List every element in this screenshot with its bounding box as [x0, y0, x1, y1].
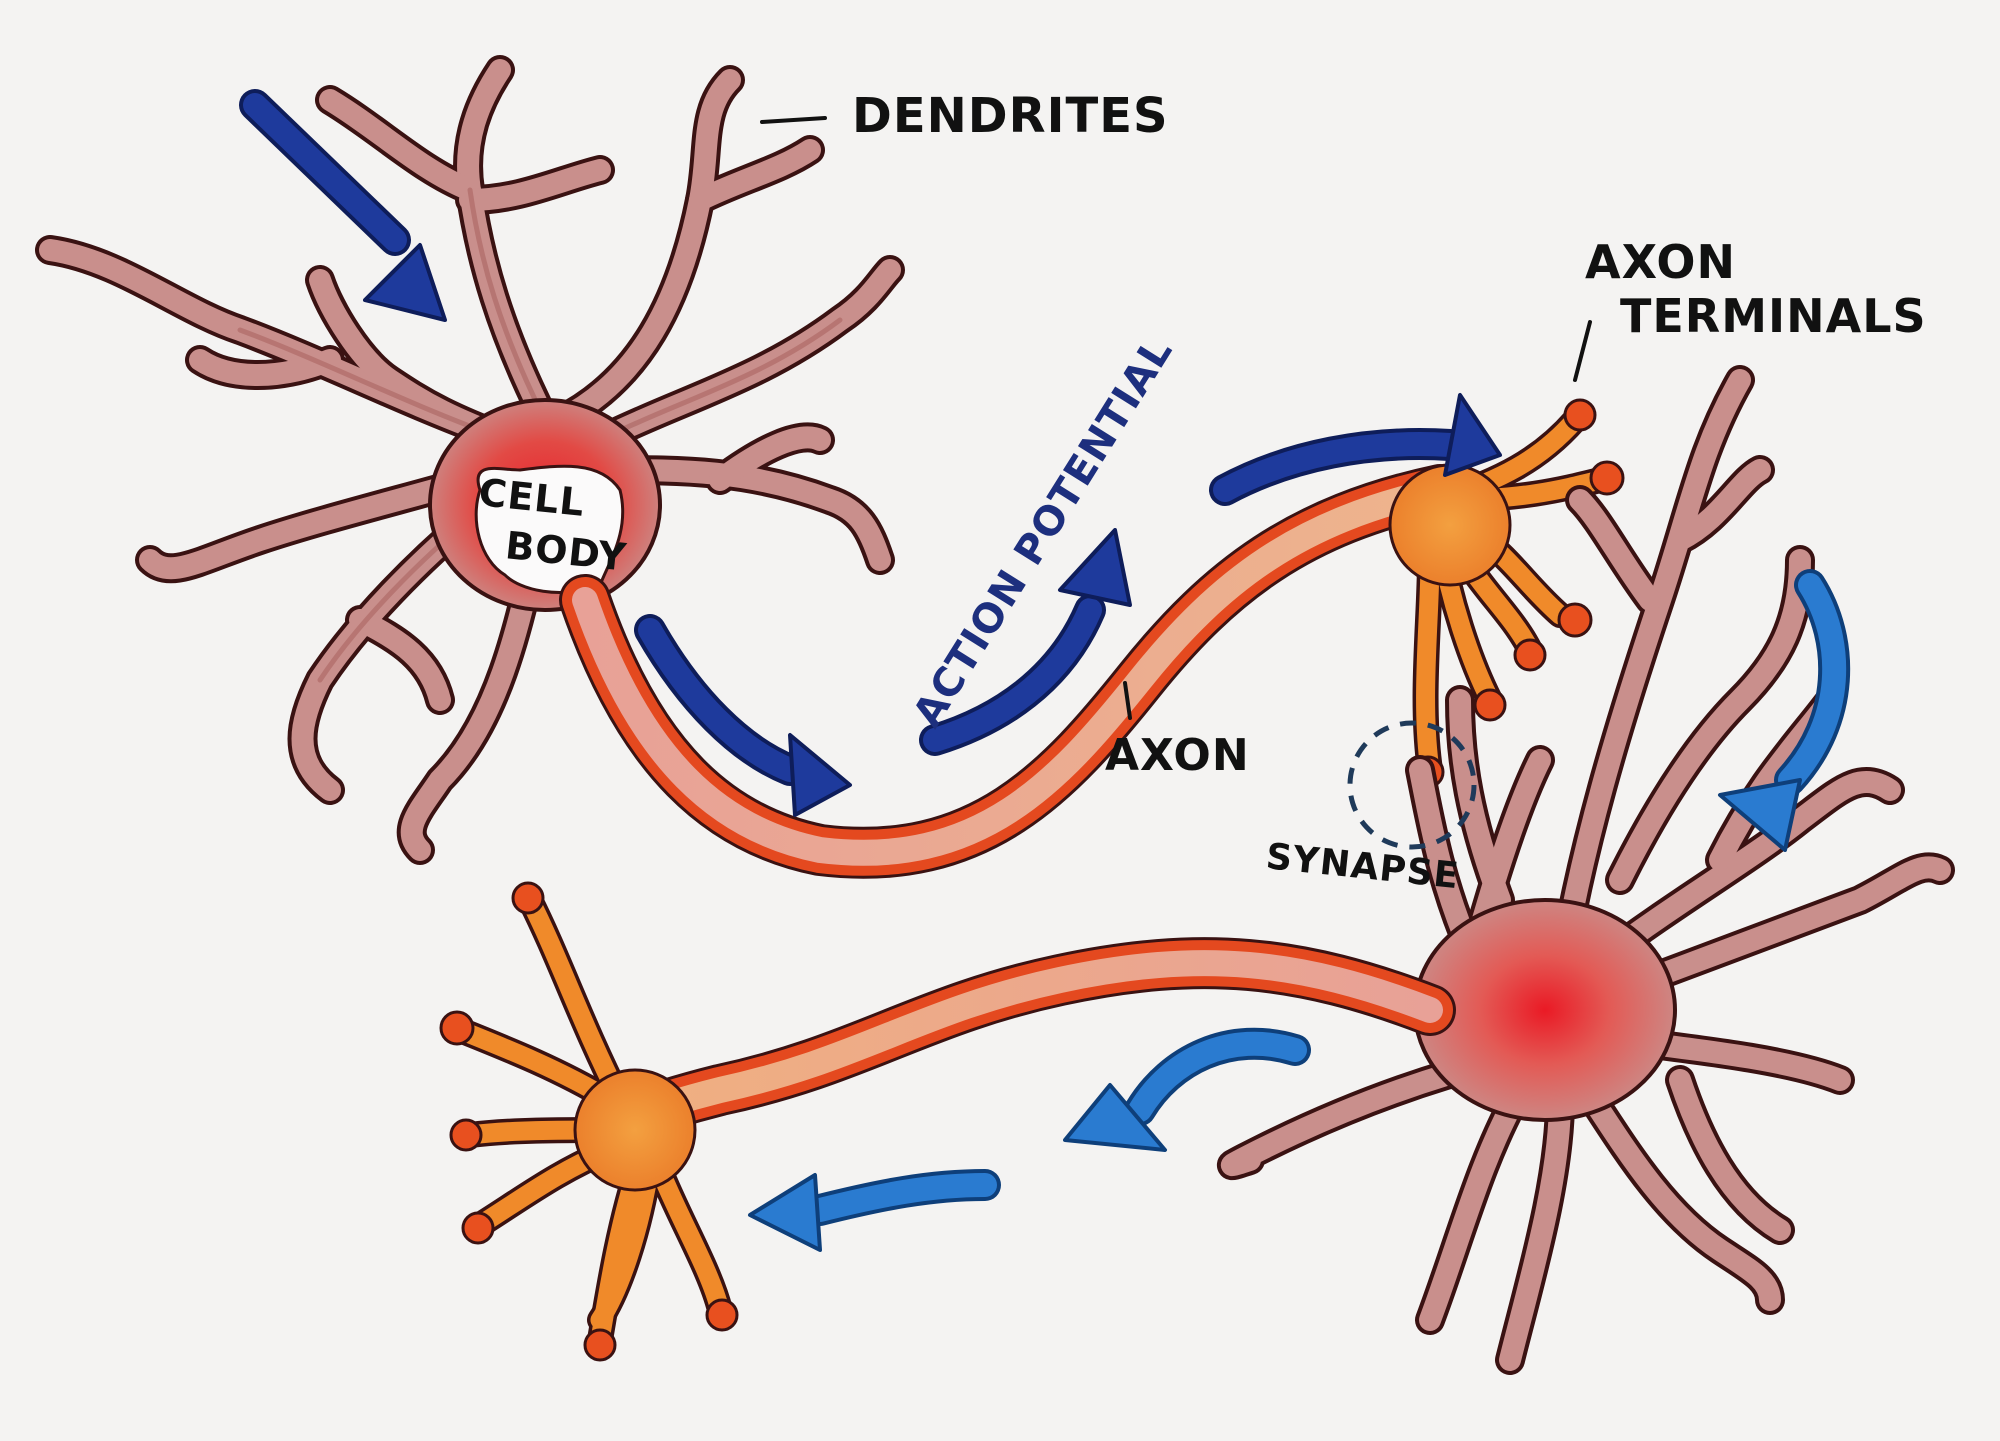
neuron-2-terminal-bulbs: [439, 881, 739, 1362]
signal-direction-arrow-icon: [634, 614, 852, 817]
signal-direction-arrow-icon: [1209, 393, 1502, 506]
axon-terminals-label-line2: TERMINALS: [1620, 289, 1927, 343]
cell-body-label-patch: [474, 464, 625, 594]
axon-label: AXON: [1105, 730, 1250, 781]
signal-direction-arrow-icon: [239, 89, 447, 322]
neuron-1-terminal-hub: [1388, 463, 1512, 587]
axon-terminals-label-line1: AXON: [1585, 235, 1736, 289]
signal-direction-arrow-icon: [919, 528, 1132, 756]
neuron-1-axon: [559, 464, 1466, 879]
signal-direction-arrow-icon: [748, 1169, 1001, 1252]
signal-direction-arrows: [239, 89, 1851, 1252]
signal-direction-arrow-icon: [1718, 569, 1851, 852]
neuron-1-dendrites: [35, 55, 905, 865]
signal-direction-arrow-icon: [1063, 1027, 1311, 1152]
label-leader-lines: [760, 116, 1592, 720]
neuron-2-terminal-hub: [573, 1068, 697, 1192]
dendrites-label: DENDRITES: [852, 88, 1169, 144]
neuron-1: [35, 55, 905, 865]
synapse-dashed-circle-icon: [1347, 720, 1477, 850]
neuron-2-axon: [594, 937, 1456, 1146]
